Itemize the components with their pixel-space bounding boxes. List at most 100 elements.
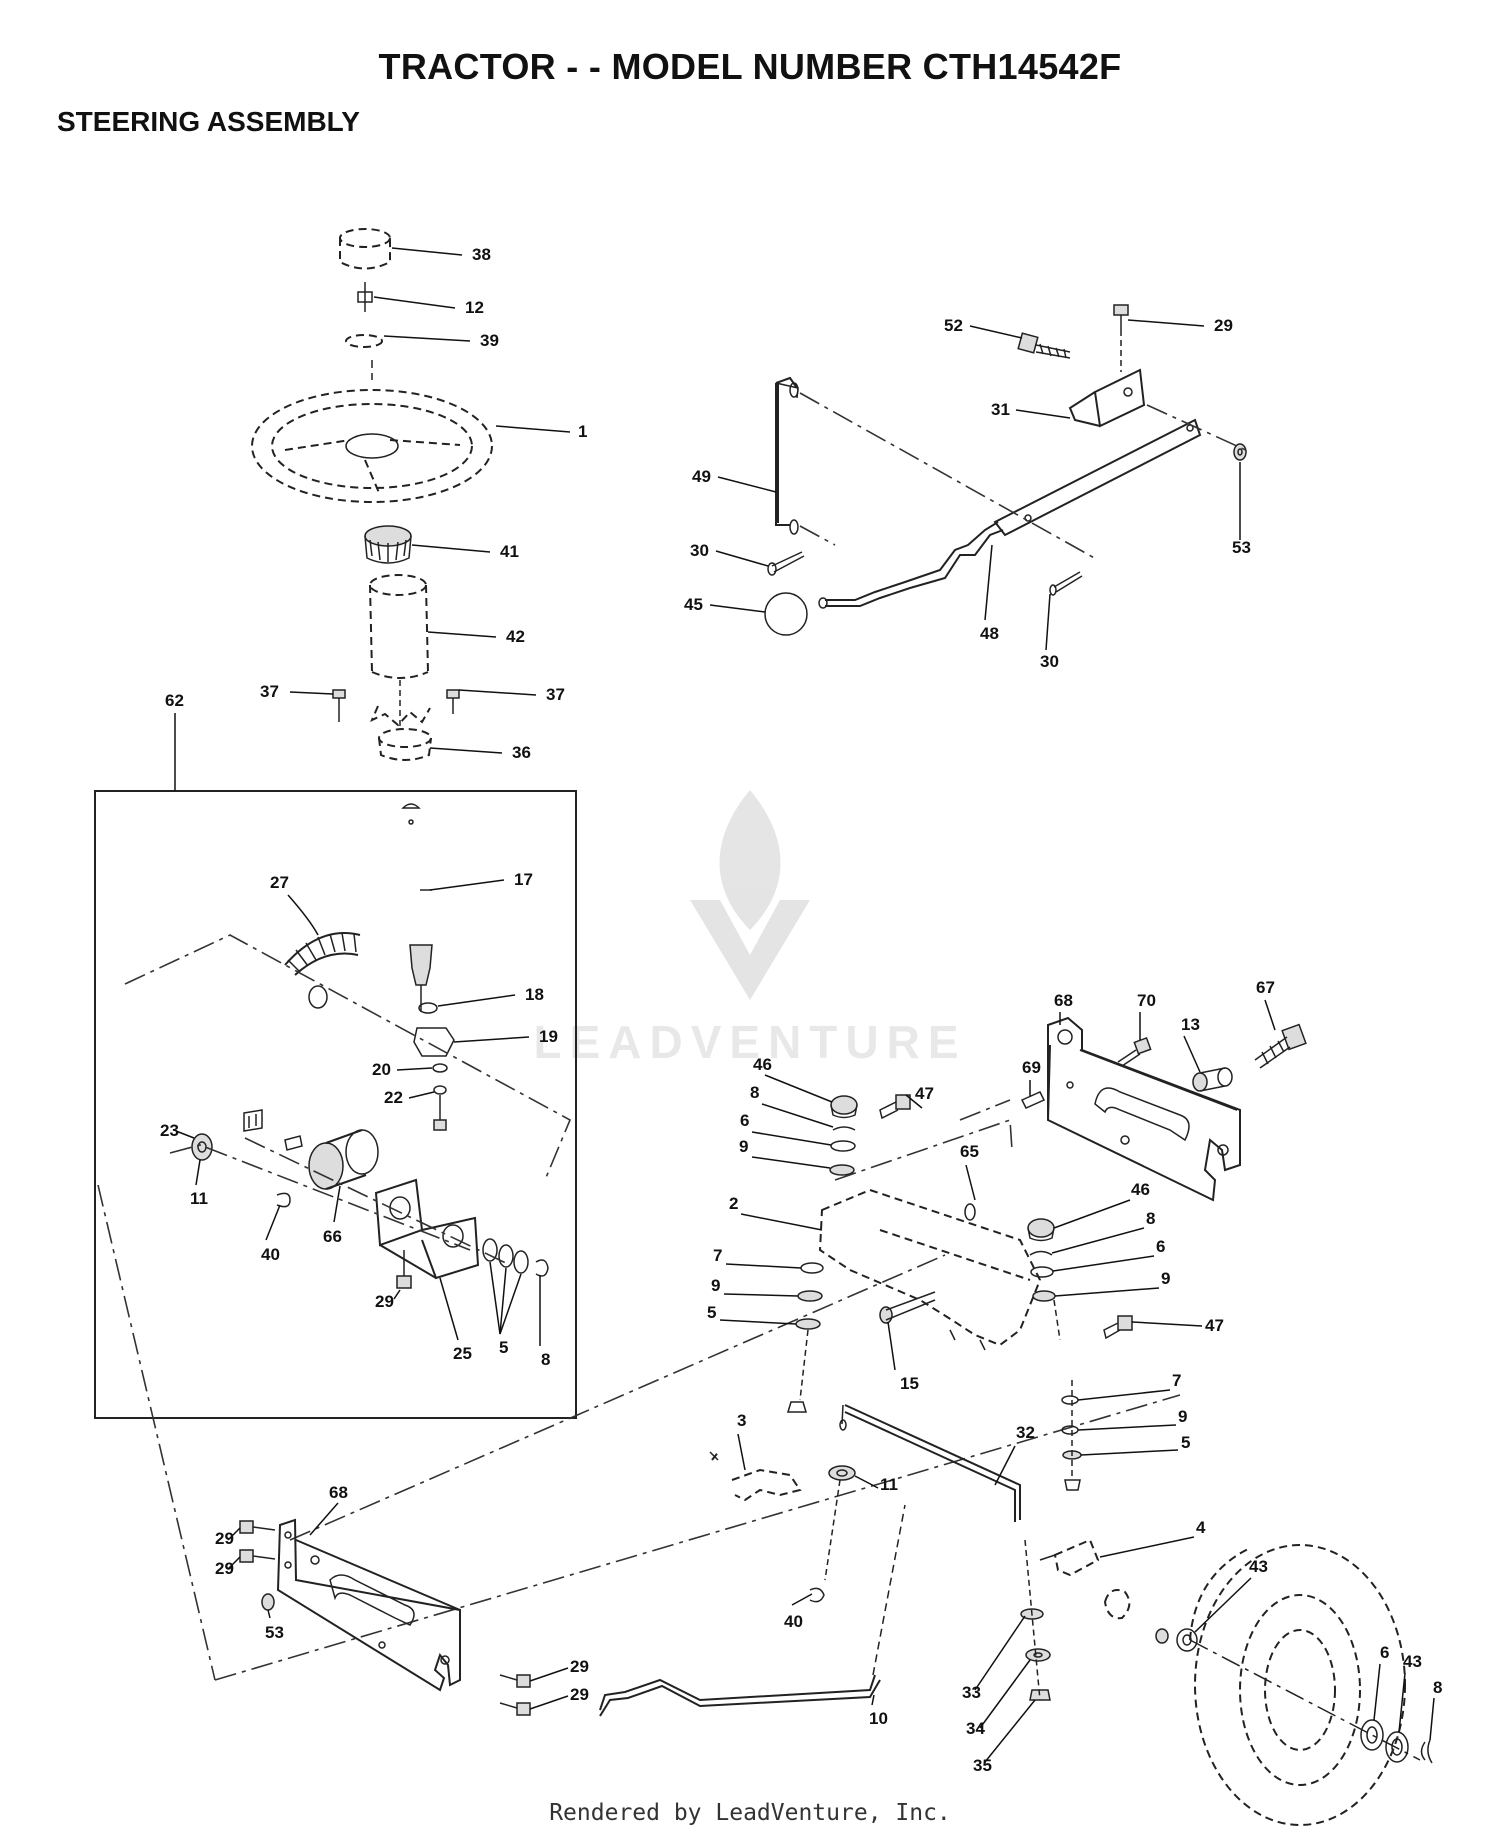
part-label-39: 39 <box>480 331 499 350</box>
part-48-steering-lever <box>818 418 1202 609</box>
part-label-40b: 40 <box>784 1612 803 1631</box>
part-label-65: 65 <box>960 1142 979 1161</box>
part-label-8a: 8 <box>541 1350 550 1369</box>
part-69-pin <box>1020 1091 1046 1109</box>
part-27-sector-gear <box>284 932 361 1009</box>
part-11-washer-lower <box>828 1465 856 1481</box>
part-68-axle-bracket-right <box>1047 1016 1241 1202</box>
part-label-35: 35 <box>973 1756 992 1775</box>
part-15-pivot-pin <box>879 1291 936 1324</box>
part-label-30a: 30 <box>690 541 709 560</box>
part-8-ring-right <box>1029 1250 1053 1256</box>
part-10-drag-link <box>599 1504 906 1717</box>
part-4-spindle <box>1039 1538 1100 1577</box>
part-37-screw-left <box>332 689 346 722</box>
part-7-washer-right <box>1061 1395 1079 1405</box>
part-70-bolt <box>1117 1037 1152 1067</box>
axle-mount-group <box>786 1016 1307 1491</box>
part-39-washer <box>345 334 383 348</box>
part-label-31: 31 <box>991 400 1010 419</box>
part-36-bushing <box>370 705 432 761</box>
part-label-5b: 5 <box>707 1303 716 1322</box>
leader-lines <box>174 247 1435 1763</box>
part-label-70: 70 <box>1137 991 1156 1010</box>
part-label-53b: 53 <box>265 1623 284 1642</box>
part-53-nut-top <box>1233 443 1247 461</box>
part-label-43b: 43 <box>1403 1652 1422 1671</box>
section-title: STEERING ASSEMBLY <box>57 106 360 137</box>
part-label-17: 17 <box>514 870 533 889</box>
part-40-clip-lower <box>809 1587 825 1603</box>
part-8-ring-left <box>832 1126 856 1131</box>
part-label-9b: 9 <box>1161 1269 1170 1288</box>
part-label-18: 18 <box>525 985 544 1004</box>
part-label-46a: 46 <box>753 1055 772 1074</box>
part-5-washers <box>482 1238 529 1274</box>
part-68-axle-bracket-left <box>276 1518 461 1692</box>
part-label-62: 62 <box>165 691 184 710</box>
part-label-12: 12 <box>465 298 484 317</box>
part-label-69: 69 <box>1022 1058 1041 1077</box>
part-label-6a: 6 <box>740 1111 749 1130</box>
part-6-washer-right <box>1030 1266 1054 1278</box>
page-title: TRACTOR - - MODEL NUMBER CTH14542F <box>378 46 1122 87</box>
part-8-retaining-ring <box>1420 1739 1433 1764</box>
part-label-45: 45 <box>684 595 703 614</box>
part-label-6c: 6 <box>1380 1643 1389 1662</box>
part-label-5c: 5 <box>1181 1433 1190 1452</box>
part-label-13: 13 <box>1181 1015 1200 1034</box>
part-29-bolts-right-bracket <box>499 1674 531 1716</box>
part-label-53a: 53 <box>1232 538 1251 557</box>
part-6-washer-wheel <box>1360 1719 1384 1751</box>
wheel-assembly <box>1155 1544 1433 1826</box>
part-label-37a: 37 <box>260 682 279 701</box>
part-label-52: 52 <box>944 316 963 335</box>
part-label-43a: 43 <box>1249 1557 1268 1576</box>
watermark-logo <box>690 790 810 1000</box>
steering-gear-parts <box>124 803 572 1289</box>
part-label-8d: 8 <box>1433 1678 1442 1697</box>
part-label-49: 49 <box>692 467 711 486</box>
part-label-3: 3 <box>737 1411 746 1430</box>
part-label-4: 4 <box>1196 1518 1206 1537</box>
drag-link-group <box>764 304 1251 636</box>
part-45-knob <box>764 592 808 636</box>
part-30-cotter-pin-right <box>1049 571 1083 596</box>
part-9-washer-left <box>829 1164 855 1176</box>
part-8-clip <box>535 1259 549 1277</box>
part-31-mounting-bracket <box>1068 368 1146 428</box>
part-6-washer-left <box>830 1140 856 1152</box>
part-29-bolts-left-bracket <box>239 1520 276 1611</box>
part-62-steering-gear-kit-box <box>94 790 577 1419</box>
part-46-cap-right <box>1027 1218 1055 1242</box>
part-label-15: 15 <box>900 1374 919 1393</box>
part-22-bolt <box>433 1085 447 1131</box>
part-label-8c: 8 <box>1146 1209 1155 1228</box>
part-label-47b: 47 <box>1205 1316 1224 1335</box>
part-label-1: 1 <box>578 422 587 441</box>
part-47-grease-fitting-right <box>1103 1315 1133 1340</box>
part-label-34: 34 <box>966 1719 985 1738</box>
part-37-screw-right <box>446 689 460 714</box>
part-label-41: 41 <box>500 542 519 561</box>
part-label-67: 67 <box>1256 978 1275 997</box>
part-41-spline-adapter <box>364 525 412 564</box>
part-47-grease-fitting-left <box>879 1094 911 1120</box>
watermark-text: LEADVENTURE <box>533 1016 966 1068</box>
part-label-38: 38 <box>472 245 491 264</box>
part-52-bolt <box>1017 332 1071 359</box>
part-label-29a: 29 <box>375 1292 394 1311</box>
part-11-washer <box>191 1133 213 1161</box>
part-25-gear-bracket <box>374 1178 480 1280</box>
part-18-washer <box>418 1002 438 1014</box>
part-label-10: 10 <box>869 1709 888 1728</box>
part-label-9c: 9 <box>711 1276 720 1295</box>
part-label-29c: 29 <box>215 1529 234 1548</box>
part-23-bushing <box>243 1109 263 1132</box>
part-label-20: 20 <box>372 1060 391 1079</box>
part-9-washer-right <box>1032 1290 1056 1302</box>
part-label-9d: 9 <box>1178 1407 1187 1426</box>
part-label-25: 25 <box>453 1344 472 1363</box>
